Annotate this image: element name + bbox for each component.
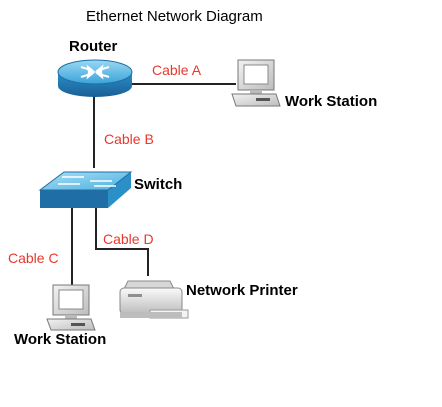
cable-b-label: Cable B [104, 131, 154, 147]
cable-c-label: Cable C [8, 250, 59, 266]
cable-a-label: Cable A [152, 62, 202, 78]
cable-d-line [95, 208, 149, 276]
router-label: Router [69, 38, 118, 55]
diagram-title: Ethernet Network Diagram [86, 8, 263, 25]
cable-d-label: Cable D [103, 231, 154, 247]
workstation-top-icon [231, 59, 281, 107]
workstation-top-label: Work Station [285, 93, 378, 110]
printer-icon [119, 280, 189, 319]
router-icon [57, 59, 133, 97]
workstation-bottom-label: Work Station [14, 331, 107, 348]
cable-lines [71, 83, 236, 285]
switch-icon [38, 171, 133, 208]
printer-label: Network Printer [186, 282, 298, 299]
workstation-bottom-icon [46, 284, 96, 331]
switch-label: Switch [134, 176, 183, 193]
